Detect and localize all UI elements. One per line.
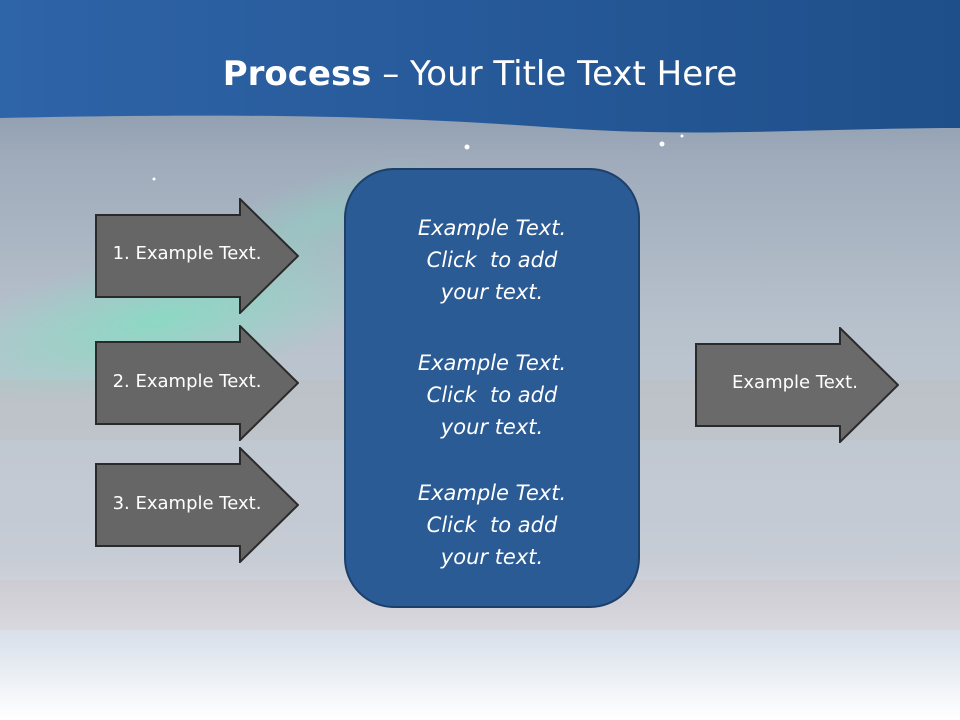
- center-text-3-line2: Click to add: [426, 513, 558, 537]
- title-rest: – Your Title Text Here: [371, 54, 738, 94]
- center-text-3-line1: Example Text.: [417, 481, 567, 505]
- center-text-1-line1: Example Text.: [417, 216, 567, 240]
- right-arrow-label: Example Text.: [732, 372, 858, 393]
- star: [680, 134, 684, 138]
- center-text-1-line3: your text.: [440, 280, 544, 304]
- center-text-2-line1: Example Text.: [417, 351, 567, 375]
- center-text-block-2: Example Text. Click to add your text.: [344, 347, 640, 443]
- header-band: [0, 0, 960, 133]
- star: [464, 144, 470, 150]
- center-text-2-line2: Click to add: [426, 383, 558, 407]
- left-arrow-3: 3. Example Text.: [95, 447, 299, 563]
- center-text-block-3: Example Text. Click to add your text.: [344, 477, 640, 573]
- left-arrow-2-label: 2. Example Text.: [112, 371, 262, 392]
- title-bold: Process: [222, 54, 372, 94]
- left-arrow-1-label: 1. Example Text.: [112, 243, 262, 264]
- star: [659, 141, 665, 147]
- right-arrow: Example Text.: [695, 327, 899, 443]
- left-arrow-1: 1. Example Text.: [95, 198, 299, 314]
- center-text-2-line3: your text.: [440, 415, 544, 439]
- center-text-1-line2: Click to add: [426, 248, 558, 272]
- slide-title: Process – Your Title Text Here: [0, 50, 960, 98]
- star: [152, 177, 156, 181]
- left-arrow-3-label: 3. Example Text.: [112, 493, 262, 514]
- center-text-3-line3: your text.: [440, 545, 544, 569]
- center-process-box: [344, 168, 640, 608]
- center-text-block-1: Example Text. Click to add your text.: [344, 212, 640, 308]
- left-arrow-2: 2. Example Text.: [95, 325, 299, 441]
